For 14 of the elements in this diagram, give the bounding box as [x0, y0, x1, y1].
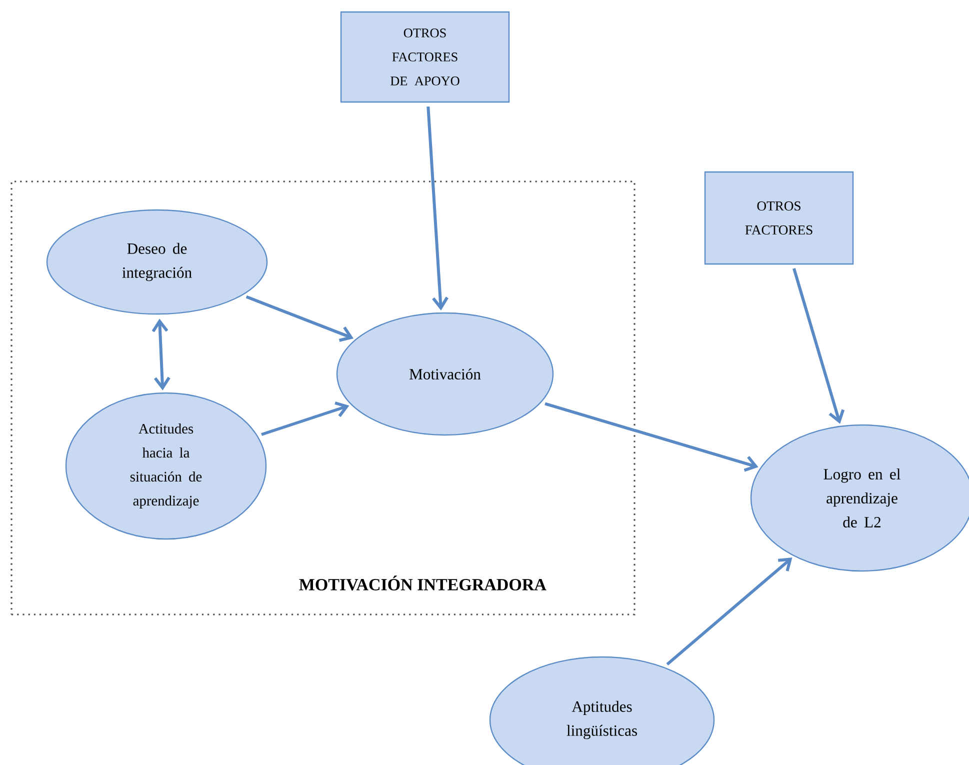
- arrow: [426, 106, 448, 310]
- arrow: [792, 268, 845, 424]
- arrow: [261, 401, 350, 436]
- arrow: [152, 318, 170, 390]
- ellipse-node: Motivación: [336, 312, 554, 436]
- arrow: [544, 402, 758, 472]
- arrow: [666, 558, 792, 666]
- ellipse-node: Actitudes hacia la situación de aprendizaje: [65, 392, 267, 540]
- factor-box: OTROS FACTORES: [704, 171, 854, 265]
- ellipse-node: Aptitudes lingüísticas: [489, 656, 715, 765]
- factor-box: OTROS FACTORES DE APOYO: [340, 11, 510, 103]
- ellipse-node: Logro en el aprendizaje de L2: [750, 424, 969, 572]
- arrow: [246, 295, 354, 342]
- ellipse-node: Deseo de integración: [46, 209, 268, 315]
